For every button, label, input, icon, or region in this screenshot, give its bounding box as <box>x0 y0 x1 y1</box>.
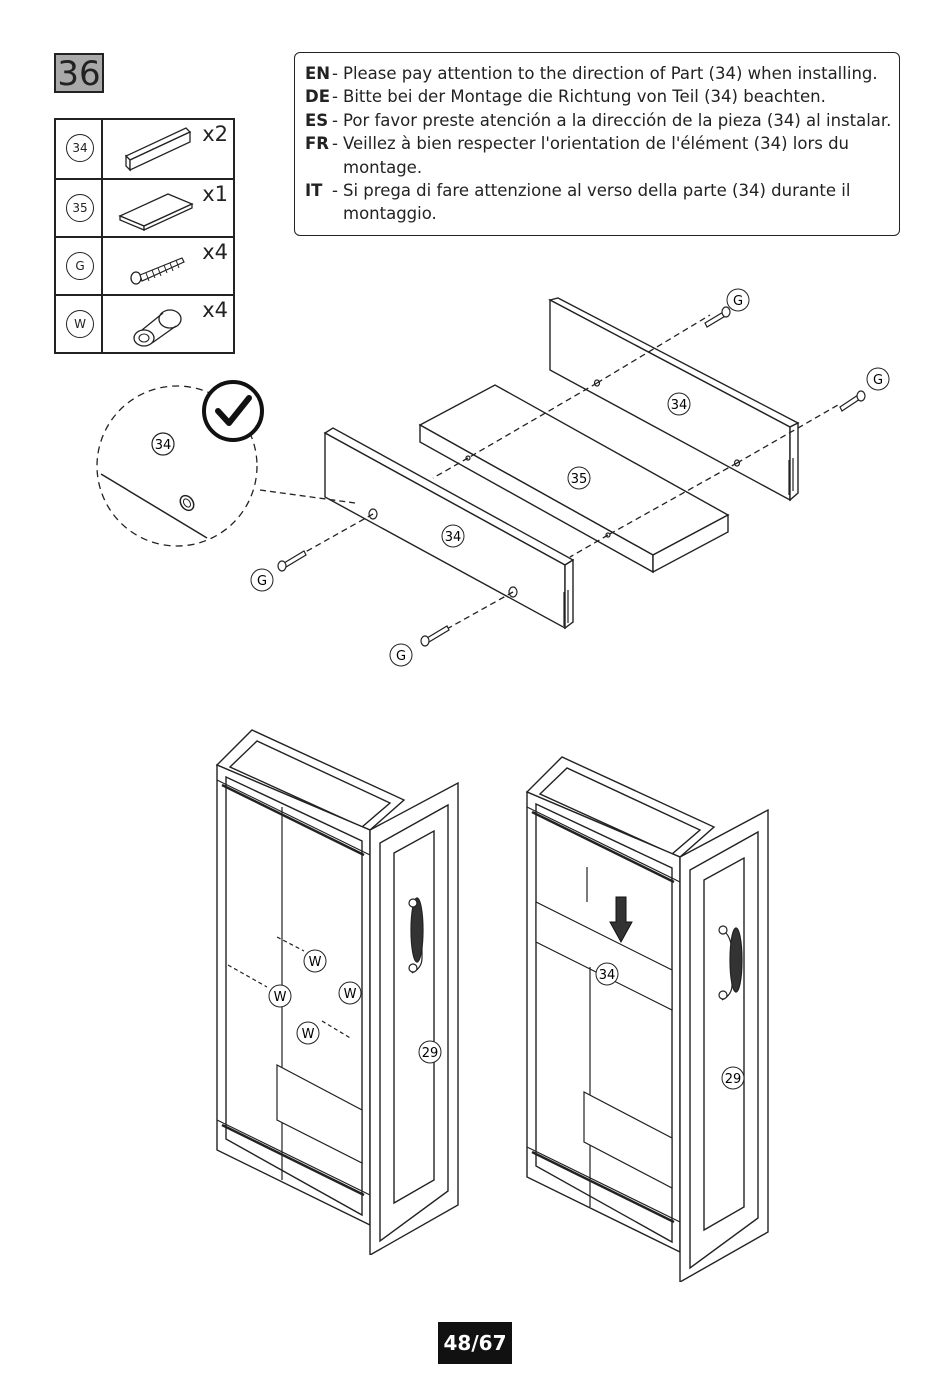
note-text: Veillez à bien respecter l'orientation d… <box>343 134 849 177</box>
part-label: 34 <box>671 398 688 413</box>
note-dash: - <box>332 87 338 107</box>
checkmark-icon <box>215 395 252 426</box>
note-text: Por favor preste atención a la dirección… <box>343 110 892 130</box>
detail-label: 34 <box>155 438 172 453</box>
panel-icon <box>124 127 192 172</box>
board-icon <box>118 193 194 232</box>
note-dash: - <box>332 134 338 154</box>
lang-code: EN <box>305 64 331 83</box>
knob-label: W <box>344 987 357 1002</box>
note-en: EN - Please pay attention to the directi… <box>305 62 899 85</box>
note-text: Si prega di fare attenzione al verso del… <box>343 181 851 224</box>
note-it: IT - Si prega di fare attenzione al vers… <box>305 179 899 226</box>
knob-label: W <box>309 955 322 970</box>
front-label: 29 <box>422 1046 439 1061</box>
part-id-badge: W <box>66 310 94 338</box>
page-number: 48/67 <box>438 1322 512 1364</box>
screw-label: G <box>396 649 406 664</box>
lang-code: FR <box>305 134 329 154</box>
parts-row: G x4 <box>56 236 233 296</box>
screw-icon <box>130 257 185 285</box>
part-label: 34 <box>445 530 462 545</box>
lang-code: DE <box>305 87 330 107</box>
note-es: ES - Por favor preste atención a la dire… <box>305 109 899 132</box>
screw-label: G <box>873 373 883 388</box>
lang-code: ES <box>305 110 329 130</box>
part-id-badge: G <box>66 252 94 280</box>
part-id-badge: 35 <box>66 194 94 222</box>
front-label: 29 <box>725 1072 742 1087</box>
divider <box>101 180 103 238</box>
knob-label: W <box>274 990 287 1005</box>
drawer-diagram-left: W W W W 29 <box>215 729 459 1255</box>
note-dash: - <box>332 110 338 130</box>
screw-label: G <box>257 574 267 589</box>
part-qty: x4 <box>202 240 228 264</box>
note-de: DE - Bitte bei der Montage die Richtung … <box>305 85 899 108</box>
knob-label: W <box>302 1027 315 1042</box>
part-label: 34 <box>599 968 616 983</box>
note-fr: FR - Veillez à bien respecter l'orientat… <box>305 132 899 179</box>
note-dash: - <box>332 181 338 201</box>
screw-label: G <box>733 294 743 309</box>
instruction-notes: EN - Please pay attention to the directi… <box>294 52 900 236</box>
parts-row: 34 x2 <box>56 120 233 178</box>
shelf-assembly-diagram: 34 35 34 G G G G <box>250 288 890 667</box>
lang-code: IT <box>305 181 323 201</box>
note-text: Please pay attention to the direction of… <box>343 64 878 83</box>
note-dash: - <box>332 64 338 83</box>
part-label: 35 <box>571 472 588 487</box>
part-qty: x1 <box>202 182 228 206</box>
knob-icon <box>133 309 182 347</box>
arrow-down-icon <box>609 896 633 944</box>
part-qty: x4 <box>202 298 228 322</box>
detail-callout: 34 <box>96 380 264 547</box>
divider <box>101 296 103 354</box>
drawer-diagram-right: 34 29 <box>525 756 769 1282</box>
part-id-badge: 34 <box>66 134 94 162</box>
parts-row: W x4 <box>56 294 233 354</box>
divider <box>101 238 103 296</box>
parts-list: 34 x2 35 x1 G x4 W <box>54 118 235 354</box>
parts-row: 35 x1 <box>56 178 233 238</box>
note-text: Bitte bei der Montage die Richtung von T… <box>343 87 826 107</box>
step-number: 36 <box>54 53 104 93</box>
part-qty: x2 <box>202 122 228 146</box>
divider <box>101 120 103 178</box>
